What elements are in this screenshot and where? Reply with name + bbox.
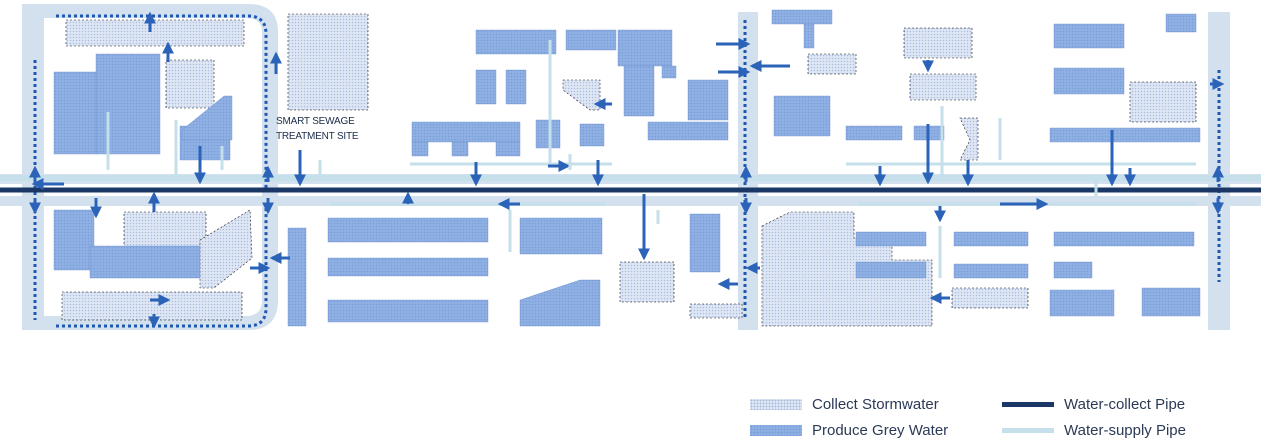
legend-produce-grey-water: Produce Grey Water <box>750 422 948 439</box>
grey-water-areas <box>53 9 1201 327</box>
site-label-line2: TREATMENT SITE <box>276 131 359 142</box>
legend-collect-stormwater-label: Collect Stormwater <box>812 396 939 413</box>
site-label-line1: SMART SEWAGE <box>276 116 355 127</box>
water-supply-pipes <box>0 40 1261 278</box>
legend-collect-stormwater: Collect Stormwater <box>750 396 939 413</box>
legend-water-collect-pipe: Water-collect Pipe <box>1002 396 1185 413</box>
supply-arrows <box>106 106 1098 224</box>
legend: Collect Stormwater Produce Grey Water Wa… <box>750 396 1250 442</box>
stormwater-areas <box>61 13 1197 327</box>
legend-water-supply-pipe: Water-supply Pipe <box>1002 422 1186 439</box>
pipe-nodes <box>29 165 1224 215</box>
legend-water-collect-pipe-label: Water-collect Pipe <box>1064 396 1186 413</box>
smart-sewage-site-label: SMART SEWAGE TREATMENT SITE <box>276 114 359 144</box>
legend-water-supply-pipe-label: Water-supply Pipe <box>1064 422 1186 439</box>
legend-produce-grey-water-label: Produce Grey Water <box>812 422 949 439</box>
collect-pipe-swatch <box>1002 402 1054 407</box>
grey-water-swatch <box>750 425 802 436</box>
supply-pipe-swatch <box>1002 428 1054 433</box>
stormwater-swatch <box>750 399 802 410</box>
flow-arrows <box>31 11 1225 329</box>
